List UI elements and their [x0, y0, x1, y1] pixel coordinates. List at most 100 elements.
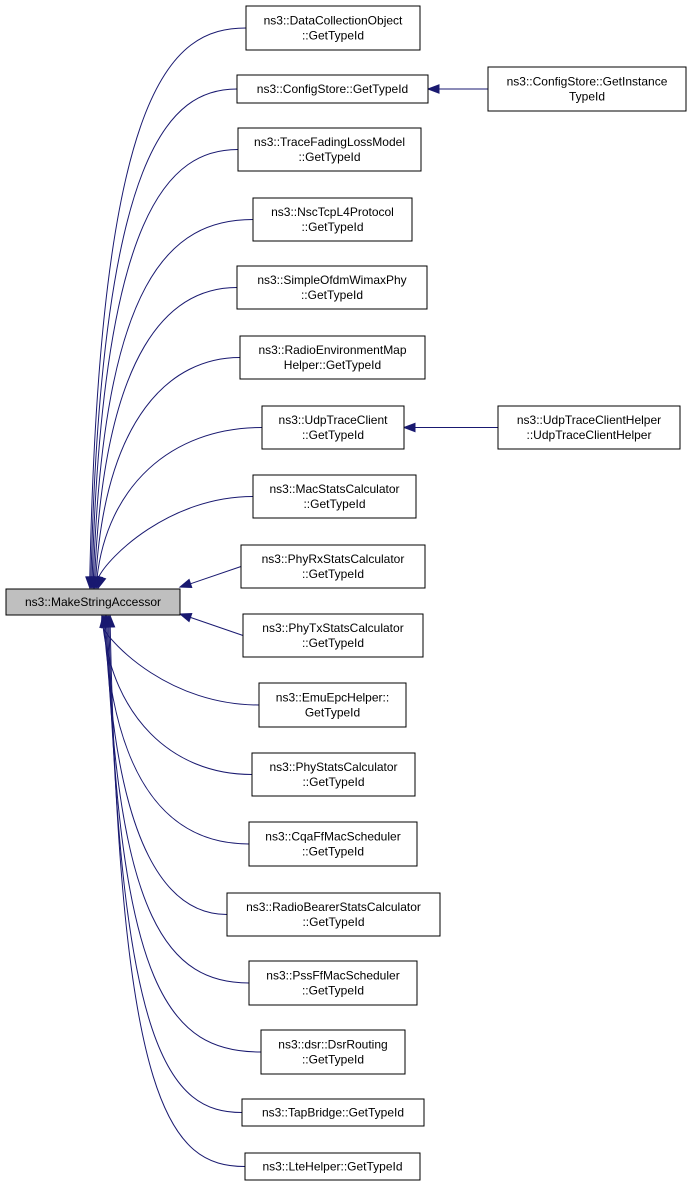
node-box: [240, 544, 426, 589]
node-label-line: ns3::MacStatsCalculator: [269, 482, 399, 496]
node-lte[interactable]: ns3::LteHelper::GetTypeId: [244, 1152, 421, 1181]
node-box: [252, 474, 417, 519]
node-label-line: ns3::EmuEpcHelper::: [276, 691, 389, 705]
arrowhead-prx-to-make: [178, 578, 193, 589]
node-box: [236, 74, 429, 104]
node-utc[interactable]: ns3::UdpTraceClient::GetTypeId: [261, 405, 405, 450]
node-sow[interactable]: ns3::SimpleOfdmWimaxPhy::GetTypeId: [236, 265, 428, 310]
node-label-line: ns3::dsr::DsrRouting: [278, 1038, 387, 1052]
node-label-line: ::GetTypeId: [302, 1053, 364, 1067]
edge-rem-to-make: [95, 357, 241, 579]
arrowhead-csgi-to-cs: [426, 84, 440, 94]
node-label-line: ns3::UdpTraceClientHelper: [517, 413, 661, 427]
node-label-line: Helper::GetTypeId: [284, 358, 381, 372]
node-box: [239, 335, 426, 380]
node-label-line: ::GetTypeId: [302, 29, 364, 43]
arrowhead-msc-to-make: [96, 575, 107, 590]
node-label-line: ::GetTypeId: [302, 984, 364, 998]
edge-msc-to-make: [97, 496, 254, 579]
edge-emu-to-make: [101, 625, 260, 706]
node-label-line: ::UdpTraceClientHelper: [527, 428, 652, 442]
arrowhead-ptx-to-make: [178, 613, 193, 623]
edge-prx-to-make: [189, 566, 242, 585]
node-cqa[interactable]: ns3::CqaFfMacScheduler::GetTypeId: [248, 821, 418, 867]
node-label-line: ::GetTypeId: [298, 150, 360, 164]
edge-utc-to-make: [96, 427, 263, 579]
root-node[interactable]: ns3::MakeStringAccessor: [5, 588, 181, 616]
node-label-line: ::GetTypeId: [302, 915, 364, 929]
node-tap[interactable]: ns3::TapBridge::GetTypeId: [241, 1098, 425, 1127]
node-box: [5, 588, 181, 616]
node-pss[interactable]: ns3::PssFfMacScheduler::GetTypeId: [248, 960, 418, 1006]
node-nsc[interactable]: ns3::NscTcpL4Protocol::GetTypeId: [252, 197, 413, 242]
node-label-line: ns3::ConfigStore::GetInstance: [507, 75, 668, 89]
node-ptx[interactable]: ns3::PhyTxStatsCalculator::GetTypeId: [242, 613, 424, 658]
node-label-line: ns3::RadioBearerStatsCalculator: [246, 900, 421, 914]
edge-lte-to-make: [109, 625, 246, 1167]
node-box: [251, 752, 416, 797]
node-prx[interactable]: ns3::PhyRxStatsCalculator::GetTypeId: [240, 544, 426, 589]
node-cs[interactable]: ns3::ConfigStore::GetTypeId: [236, 74, 429, 104]
edge-nsc-to-make: [92, 219, 254, 579]
edge-dco-to-make: [89, 27, 247, 579]
node-label-line: ns3::ConfigStore::GetTypeId: [257, 82, 408, 96]
node-label-line: ::GetTypeId: [301, 220, 363, 234]
node-label-line: TypeId: [569, 90, 605, 104]
node-utch[interactable]: ns3::UdpTraceClientHelper::UdpTraceClien…: [497, 405, 681, 450]
node-label-line: ::GetTypeId: [303, 497, 365, 511]
node-label-line: ns3::DataCollectionObject: [264, 14, 403, 28]
node-label-line: ns3::PhyStatsCalculator: [269, 760, 397, 774]
arrowhead-lte-to-make: [105, 614, 116, 628]
node-label-line: ns3::PhyRxStatsCalculator: [262, 552, 405, 566]
arrowhead-utch-to-utc: [402, 422, 416, 433]
node-label-line: ::GetTypeId: [302, 775, 364, 789]
node-msc[interactable]: ns3::MacStatsCalculator::GetTypeId: [252, 474, 417, 519]
edge-psc-to-make: [102, 625, 253, 775]
node-label-line: ns3::MakeStringAccessor: [25, 595, 161, 609]
node-box: [248, 821, 418, 867]
edge-sow-to-make: [94, 287, 238, 579]
node-box: [261, 405, 405, 450]
edge-tfl-to-make: [91, 149, 239, 579]
node-box: [241, 1098, 425, 1127]
edge-rbs-to-make: [104, 625, 228, 915]
node-box: [245, 5, 421, 51]
node-label-line: ::GetTypeId: [302, 636, 364, 650]
node-label-line: GetTypeId: [305, 706, 360, 720]
node-label-line: ns3::TapBridge::GetTypeId: [262, 1106, 404, 1120]
node-rem[interactable]: ns3::RadioEnvironmentMapHelper::GetTypeI…: [239, 335, 426, 380]
node-psc[interactable]: ns3::PhyStatsCalculator::GetTypeId: [251, 752, 416, 797]
node-tfl[interactable]: ns3::TraceFadingLossModel::GetTypeId: [237, 127, 422, 172]
node-box: [497, 405, 681, 450]
node-box: [226, 892, 441, 937]
nodes-layer: ns3::MakeStringAccessor ns3::DataCollecti…: [5, 5, 687, 1181]
node-label-line: ns3::SimpleOfdmWimaxPhy: [257, 273, 406, 287]
node-box: [252, 197, 413, 242]
node-box: [258, 682, 407, 728]
node-box: [244, 1152, 421, 1181]
node-box: [487, 66, 687, 112]
edges-layer: [85, 27, 498, 1167]
node-box: [236, 265, 428, 310]
node-emu[interactable]: ns3::EmuEpcHelper::GetTypeId: [258, 682, 407, 728]
node-dsr[interactable]: ns3::dsr::DsrRouting::GetTypeId: [260, 1029, 406, 1075]
node-box: [248, 960, 418, 1006]
edge-ptx-to-make: [189, 616, 244, 636]
edge-cs-to-make: [90, 88, 238, 579]
node-box: [242, 613, 424, 658]
node-label-line: ::GetTypeId: [302, 567, 364, 581]
node-dco[interactable]: ns3::DataCollectionObject::GetTypeId: [245, 5, 421, 51]
node-label-line: ns3::TraceFadingLossModel: [254, 135, 405, 149]
node-label-line: ns3::PssFfMacScheduler: [266, 969, 399, 983]
node-box: [237, 127, 422, 172]
node-label-line: ns3::PhyTxStatsCalculator: [262, 621, 403, 635]
node-rbs[interactable]: ns3::RadioBearerStatsCalculator::GetType…: [226, 892, 441, 937]
node-label-line: ns3::UdpTraceClient: [279, 413, 389, 427]
edge-tap-to-make: [108, 625, 243, 1113]
node-label-line: ::GetTypeId: [302, 845, 364, 859]
node-label-line: ns3::RadioEnvironmentMap: [258, 343, 406, 357]
edge-cqa-to-make: [103, 625, 250, 845]
node-label-line: ::GetTypeId: [302, 428, 364, 442]
